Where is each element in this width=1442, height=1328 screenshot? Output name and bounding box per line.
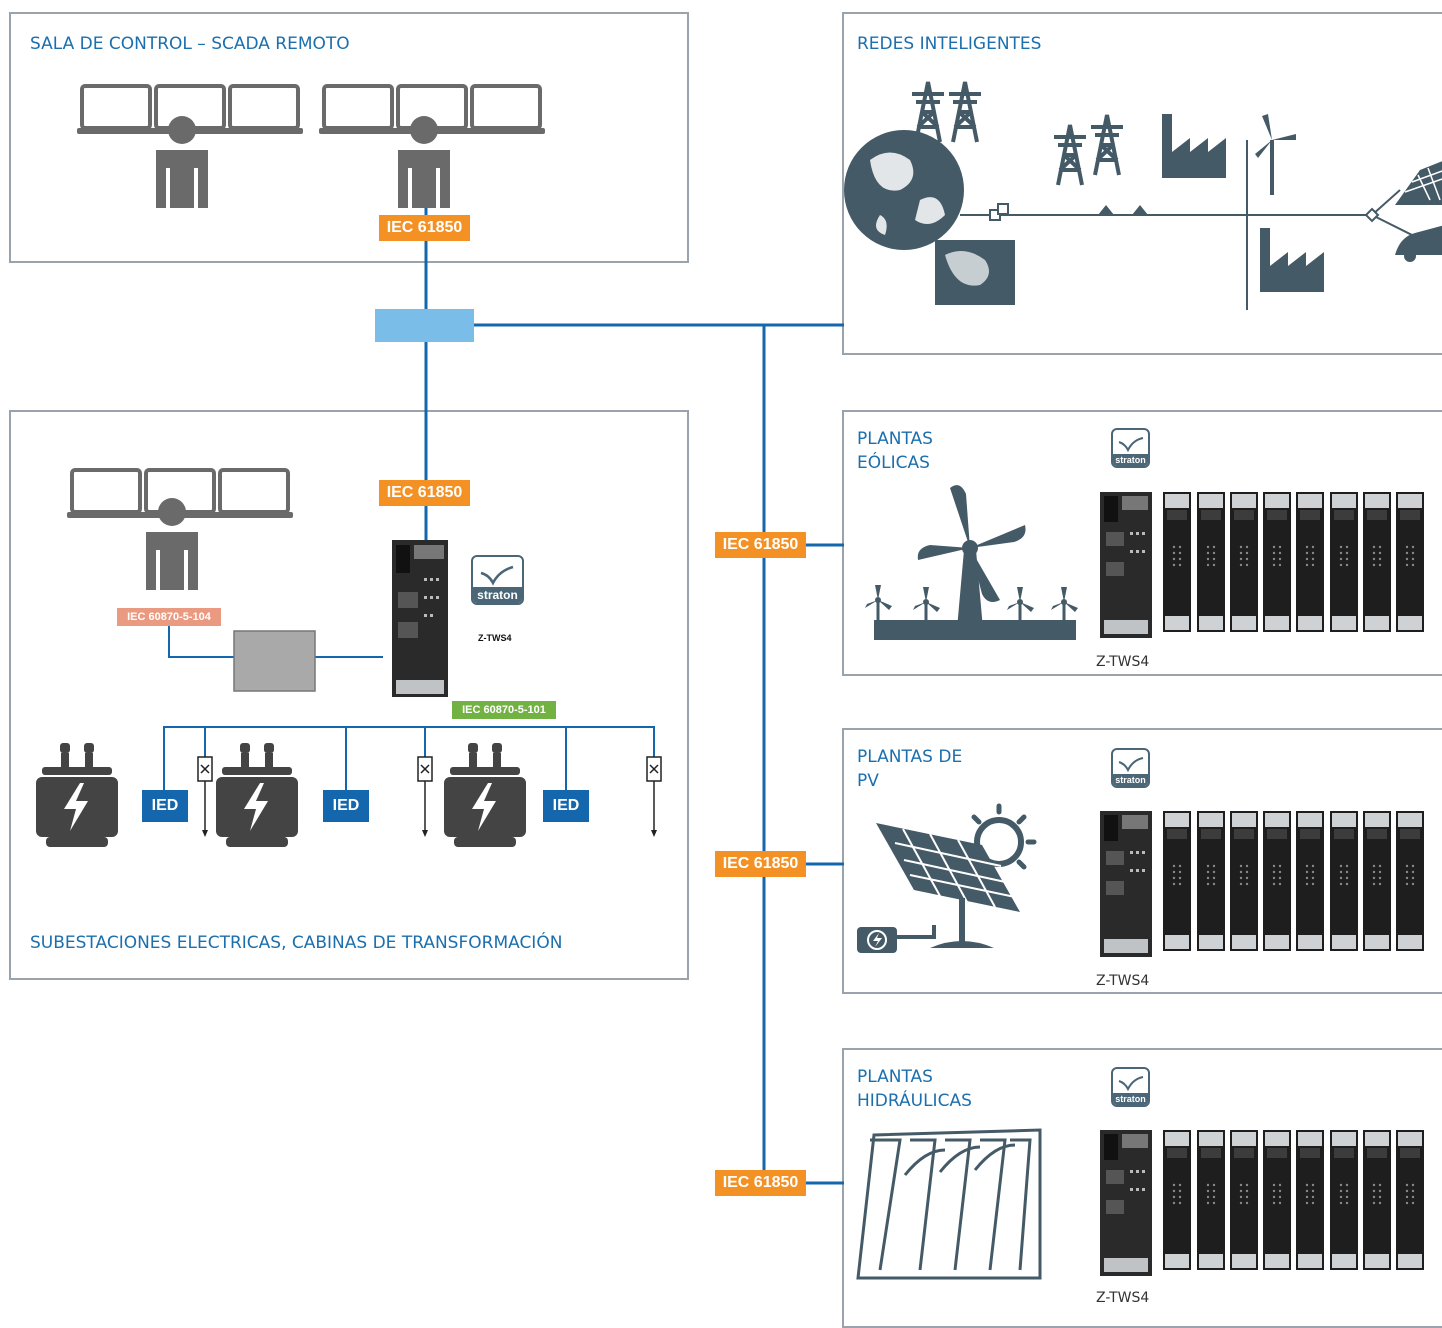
power-pylon-icon: [910, 80, 946, 144]
straton-logo-icon: straton: [1111, 1067, 1150, 1107]
wind-plant-title: PLANTAS EÓLICAS: [857, 427, 933, 475]
power-pylon-icon: [947, 80, 983, 144]
transformer-icon: [444, 743, 526, 847]
straton-logo-icon: straton: [1111, 748, 1150, 788]
circuit-breaker-icon: [417, 756, 433, 838]
straton-logo-label: straton: [1113, 454, 1148, 466]
substation-panel: [9, 410, 689, 980]
wind-farm-illustration: [863, 485, 1080, 640]
protocol-tag-pv: IEC 61850: [715, 851, 806, 877]
hydro-plant-device-caption: Z-TWS4: [1096, 1290, 1150, 1306]
globe-icon: [844, 130, 1015, 305]
straton-logo-label: straton: [1113, 1093, 1148, 1105]
power-pylon-icon: [1052, 123, 1088, 187]
protocol-tag-wind: IEC 61850: [715, 532, 806, 558]
pv-plant-title: PLANTAS DE PV: [857, 745, 962, 793]
plant-plc-rack-pv: [1100, 811, 1424, 957]
hydro-plant-title: PLANTAS HIDRÁULICAS: [857, 1065, 972, 1113]
straton-logo-icon: straton: [1111, 428, 1150, 468]
pv-plant-title-line2: PV: [857, 771, 879, 791]
network-switch-icon: [375, 309, 474, 342]
solar-panel-sun-icon: [857, 803, 1037, 953]
monitor-icon: [317, 84, 399, 136]
ied-device-3: IED: [543, 790, 589, 822]
monitor-icon: [223, 84, 305, 136]
straton-logo-label: straton: [473, 587, 522, 603]
control-room-workstation-right: [317, 84, 547, 208]
monitor-icon: [65, 468, 147, 520]
substation-title: SUBESTACIONES ELECTRICAS, CABINAS DE TRA…: [30, 933, 563, 953]
electric-car-icon: [1395, 225, 1442, 262]
substation-device-label: Z-TWS4: [478, 633, 512, 643]
wind-turbine-icon: [917, 485, 1026, 640]
local-gateway-box: [233, 630, 316, 692]
pv-plant-title-line1: PLANTAS DE: [857, 747, 963, 767]
straton-logo-icon: straton: [471, 555, 524, 605]
protocol-tag-substation: IEC 61850: [379, 480, 470, 506]
smart-grids-title: REDES INTELIGENTES: [857, 34, 1042, 54]
wind-turbine-icon: [863, 583, 894, 628]
hydro-plant-title-line1: PLANTAS: [857, 1067, 933, 1087]
factory-icon: [1260, 228, 1324, 292]
control-room-workstation-left: [75, 84, 305, 208]
ied-device-1: IED: [142, 790, 188, 822]
factory-icon: [1162, 114, 1226, 178]
hydro-dam-icon: [856, 1128, 1042, 1280]
wind-plant-device-caption: Z-TWS4: [1096, 654, 1150, 670]
circuit-breaker-icon: [646, 756, 662, 838]
control-room-title: SALA DE CONTROL – SCADA REMOTO: [30, 34, 350, 54]
wind-plant-title-line1: PLANTAS: [857, 429, 933, 449]
solar-panel-icon: [1395, 161, 1442, 205]
straton-logo-label: straton: [1113, 774, 1148, 786]
ied-device-2: IED: [323, 790, 369, 822]
plant-plc-rack-hydro: [1100, 1130, 1424, 1276]
control-room-panel: [9, 12, 689, 263]
power-pylon-icon: [1089, 113, 1125, 177]
protocol-tag-scada: IEC 61850: [379, 215, 470, 241]
wind-turbine-icon: [1255, 114, 1296, 195]
protocol-tag-hydro: IEC 61850: [715, 1170, 806, 1196]
transformer-icon: [36, 743, 118, 847]
protocol-tag-iec104: IEC 60870-5-104: [117, 608, 221, 626]
hydro-plant-title-line2: HIDRÁULICAS: [857, 1091, 972, 1111]
substation-workstation: [65, 468, 295, 590]
wind-plant-title-line2: EÓLICAS: [857, 453, 930, 473]
circuit-breaker-icon: [197, 756, 213, 838]
pv-plant-device-caption: Z-TWS4: [1096, 973, 1150, 989]
monitor-icon: [75, 84, 157, 136]
transformer-icon: [216, 743, 298, 847]
monitor-icon: [465, 84, 547, 136]
smart-grid-illustration: [844, 80, 1442, 310]
monitor-icon: [213, 468, 295, 520]
protocol-tag-iec101: IEC 60870-5-101: [452, 701, 556, 719]
plant-plc-rack-wind: [1100, 492, 1424, 638]
plc-module-icon: [392, 540, 448, 697]
